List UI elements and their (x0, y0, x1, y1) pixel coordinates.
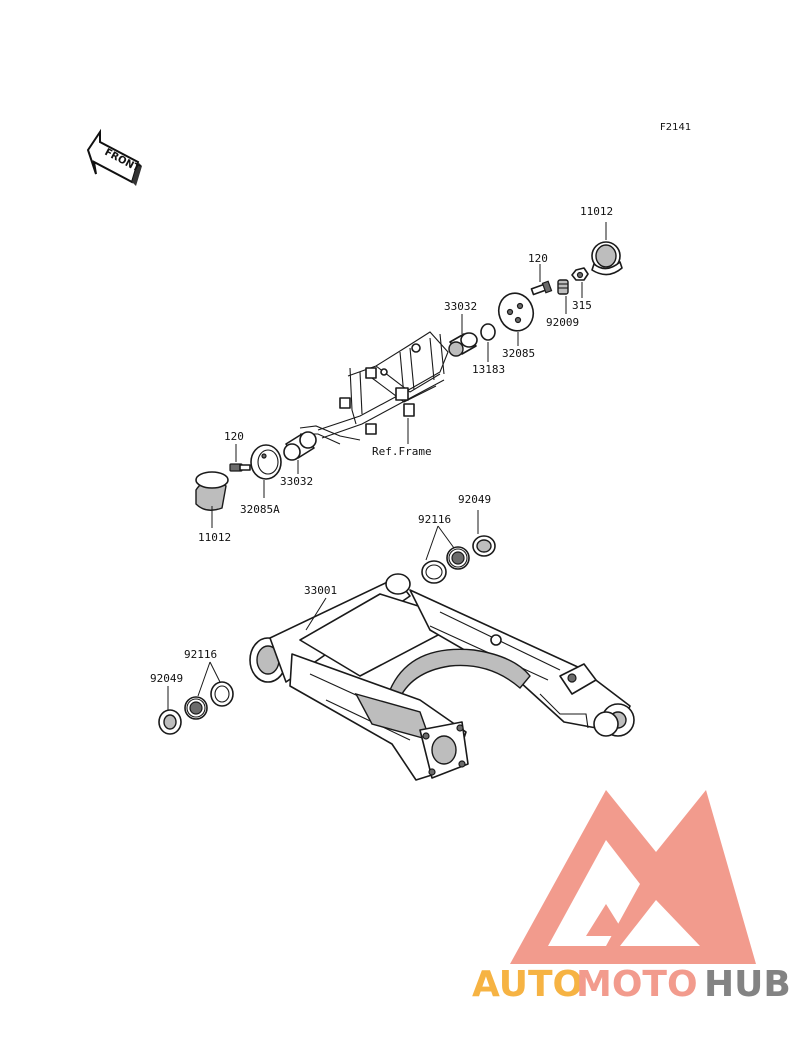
label-92049-right: 92049 (458, 493, 491, 506)
label-92116-left: 92116 (184, 648, 217, 661)
seal-92049-left (158, 709, 182, 735)
cap-11012-top (591, 241, 623, 276)
label-32085A: 32085A (240, 503, 280, 516)
label-ref-frame: Ref.Frame (372, 445, 432, 458)
race-92116-right (421, 560, 447, 584)
plate-32085A (250, 444, 282, 480)
nut-315 (571, 267, 589, 281)
label-92009: 92009 (546, 316, 579, 329)
label-13183: 13183 (472, 363, 505, 376)
bolt-120-left (229, 463, 251, 472)
bolt-120-top (530, 280, 553, 296)
label-33032-left: 33032 (280, 475, 313, 488)
logo-text-hub: HUB (704, 964, 791, 1005)
bearing-92116-left (184, 696, 208, 720)
label-32085: 32085 (502, 347, 535, 360)
sleeve-33032-top (448, 332, 478, 357)
label-120-left: 120 (224, 430, 244, 443)
frame-reference (299, 331, 449, 445)
ring-13183 (480, 323, 496, 341)
label-315: 315 (572, 299, 592, 312)
sleeve-33032-left (283, 431, 317, 461)
label-120-top: 120 (528, 252, 548, 265)
automotohub-logo: AUTO MOTO HUB (472, 790, 791, 1005)
label-11012-top: 11012 (580, 205, 613, 218)
bearing-92116-right (446, 546, 470, 570)
label-92049-left: 92049 (150, 672, 183, 685)
label-33001: 33001 (304, 584, 337, 597)
swingarm-33001 (249, 573, 635, 781)
figure-code: F2141 (660, 122, 691, 133)
front-arrow-icon: FRONT (86, 128, 142, 186)
cap-11012-left (195, 471, 229, 511)
race-92116-left (210, 681, 234, 707)
logo-text-moto: MOTO (576, 964, 698, 1005)
plate-32085 (497, 292, 535, 332)
label-33032-top: 33032 (444, 300, 477, 313)
spring-92009 (557, 279, 569, 295)
label-92116-right: 92116 (418, 513, 451, 526)
seal-92049-right (472, 535, 496, 557)
logo-text-auto: AUTO (472, 964, 583, 1005)
label-11012-left: 11012 (198, 531, 231, 544)
